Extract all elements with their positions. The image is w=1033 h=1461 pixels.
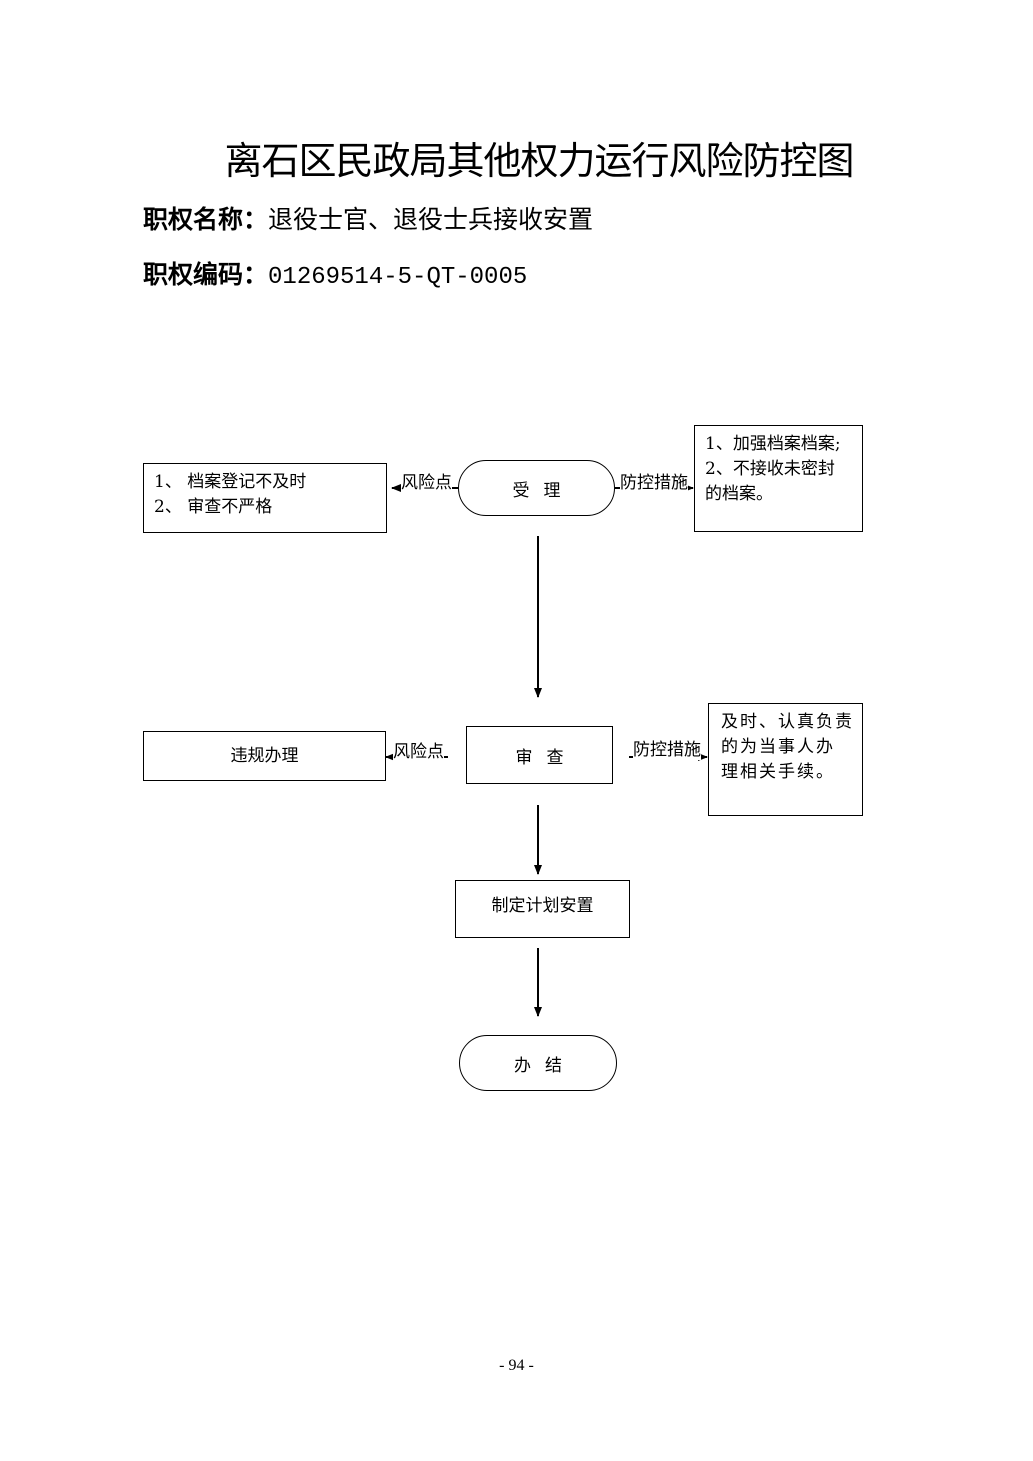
flow-step-accept: 受理 [458,460,615,516]
accept-risk-label: 风险点 [401,468,452,493]
accept-risks-box: 1、 档案登记不及时 2、 审查不严格 [143,463,387,533]
power-code-line: 职权编码：01269514-5-QT-0005 [143,255,527,291]
review-control-label: 防控措施 [633,735,701,760]
review-risk-label: 风险点 [393,737,444,762]
accept-control-label: 防控措施 [620,468,688,493]
review-controls-box: 及时、认真负责 的为当事人办 理相关手续。 [708,703,863,816]
accept-controls-box: 1、加强档案档案; 2、不接收未密封 的档案。 [694,425,863,532]
power-code-label: 职权编码： [143,260,269,289]
page-title: 离石区民政局其他权力运行风险防控图 [224,139,854,183]
power-code-value: 01269514-5-QT-0005 [268,264,528,291]
flow-step-review: 审查 [466,726,613,784]
flow-step-plan: 制定计划安置 [455,880,630,938]
power-name-value: 退役士官、退役士兵接收安置 [268,205,594,234]
page-number: - 94 - [499,1357,534,1374]
power-name-line: 职权名称：退役士官、退役士兵接收安置 [143,200,593,236]
flow-step-finish: 办结 [459,1035,617,1091]
power-name-label: 职权名称： [143,205,269,234]
review-risks-box: 违规办理 [143,731,386,781]
